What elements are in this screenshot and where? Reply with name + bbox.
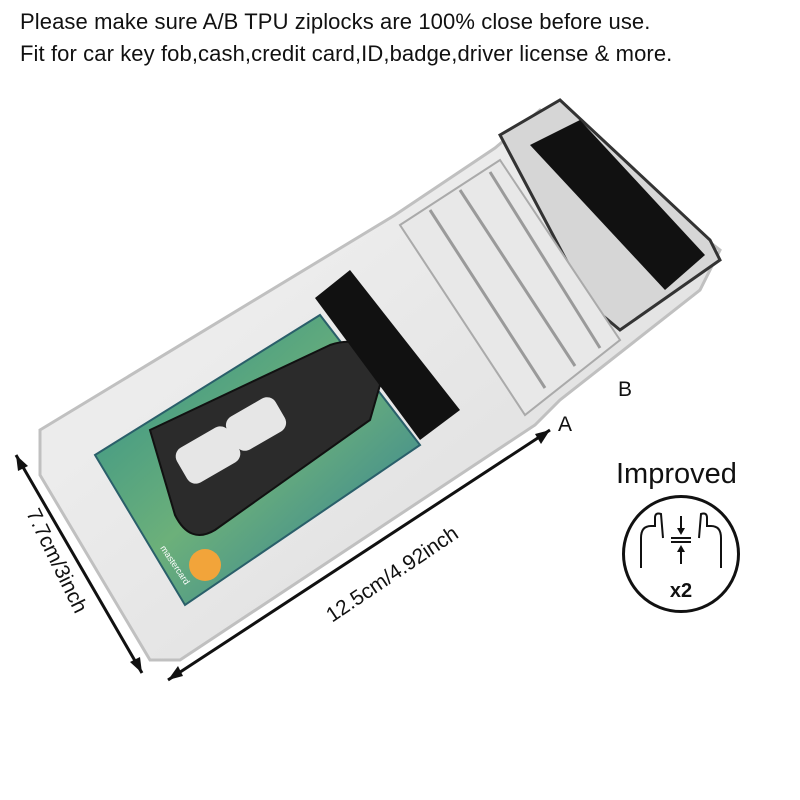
velcro-strip-b (530, 120, 705, 290)
dimension-arrow-width (14, 454, 144, 674)
improved-title: Improved (616, 458, 737, 490)
label-a: A (558, 413, 573, 436)
label-b: B (618, 378, 633, 401)
hands-press-icon (640, 512, 722, 568)
caption-line-2: Fit for car key fob,cash,credit card,ID,… (20, 41, 673, 66)
dimension-arrow-length (167, 428, 551, 682)
velcro-strip-a (315, 270, 460, 440)
key-fob-button (175, 426, 241, 484)
improved-badge: x2 (622, 495, 740, 613)
improved-multiplier: x2 (669, 580, 693, 602)
caption-line-1: Please make sure A/B TPU ziplocks are 10… (20, 9, 651, 34)
mastercard-logo (189, 549, 221, 581)
key-fob-button (225, 397, 287, 451)
